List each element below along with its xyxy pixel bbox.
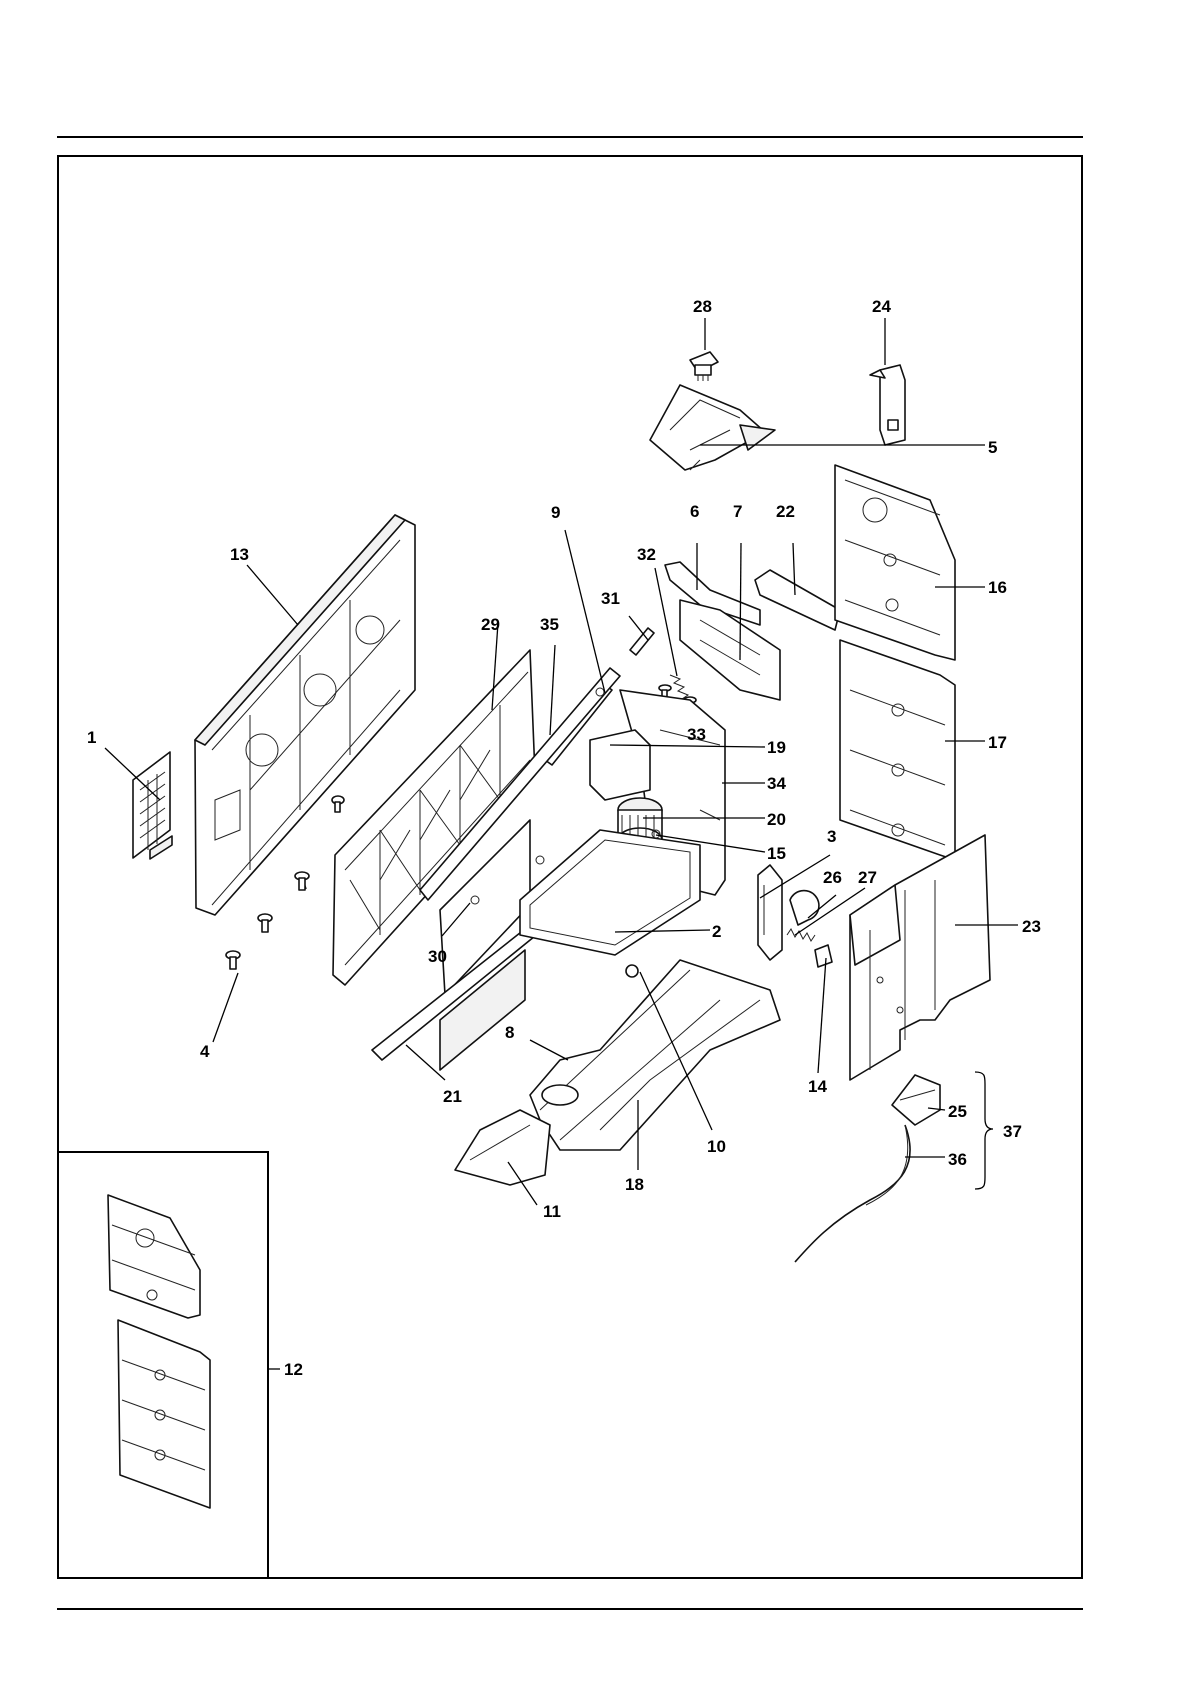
- part-clip-26: [790, 891, 819, 925]
- callout-10: 10: [707, 1137, 726, 1156]
- part-mechanism-3: [758, 865, 782, 960]
- callout-21: 21: [443, 1087, 462, 1106]
- callout-24: 24: [872, 297, 891, 316]
- callout-23: 23: [1022, 917, 1041, 936]
- callout-34: 34: [767, 774, 786, 793]
- part-base-plate-2: [520, 830, 700, 955]
- callout-15: 15: [767, 844, 786, 863]
- part-sensor-25: [892, 1075, 940, 1125]
- callout-36: 36: [948, 1150, 967, 1169]
- callout-5: 5: [988, 438, 997, 457]
- callout-14: 14: [808, 1077, 827, 1096]
- callout-35: 35: [540, 615, 559, 634]
- callout-31: 31: [601, 589, 620, 608]
- bracket-37: [975, 1072, 993, 1189]
- part-filter-panel-17: [840, 640, 955, 860]
- part-cover-22: [755, 570, 840, 630]
- callout-13: 13: [230, 545, 249, 564]
- callout-16: 16: [988, 578, 1007, 597]
- part-switch-24: [870, 365, 905, 445]
- callout-26: 26: [823, 868, 842, 887]
- inset-filter-panels: [108, 1195, 210, 1508]
- callout-1: 1: [87, 728, 96, 747]
- part-filter-panel-16: [835, 465, 955, 660]
- part-lever-14: [815, 945, 832, 967]
- part-housing-5: [650, 385, 775, 470]
- callout-32: 32: [637, 545, 656, 564]
- callout-12: 12: [284, 1360, 303, 1379]
- callout-27: 27: [858, 868, 877, 887]
- callout-30: 30: [428, 947, 447, 966]
- callout-33: 33: [687, 725, 706, 744]
- part-filter-small: [133, 752, 172, 859]
- callout-28: 28: [693, 297, 712, 316]
- callout-11: 11: [543, 1202, 561, 1221]
- callout-9: 9: [551, 503, 560, 522]
- callout-2: 2: [712, 922, 721, 941]
- callout-20: 20: [767, 810, 786, 829]
- part-connector-28: [690, 352, 718, 381]
- callout-4: 4: [200, 1042, 210, 1061]
- callout-37: 37: [1003, 1122, 1022, 1141]
- callout-22: 22: [776, 502, 795, 521]
- part-cable-36: [795, 1125, 910, 1262]
- part-ring-10: [626, 965, 638, 977]
- callout-29: 29: [481, 615, 500, 634]
- callout-18: 18: [625, 1175, 644, 1194]
- part-drain-cap-11: [455, 1110, 550, 1185]
- part-drain-pan: [530, 960, 780, 1150]
- callout-17: 17: [988, 733, 1007, 752]
- callout-7: 7: [733, 502, 742, 521]
- callout-3: 3: [827, 827, 836, 846]
- callout-8: 8: [505, 1023, 514, 1042]
- callout-19: 19: [767, 738, 786, 757]
- callout-25: 25: [948, 1102, 967, 1121]
- callout-6: 6: [690, 502, 699, 521]
